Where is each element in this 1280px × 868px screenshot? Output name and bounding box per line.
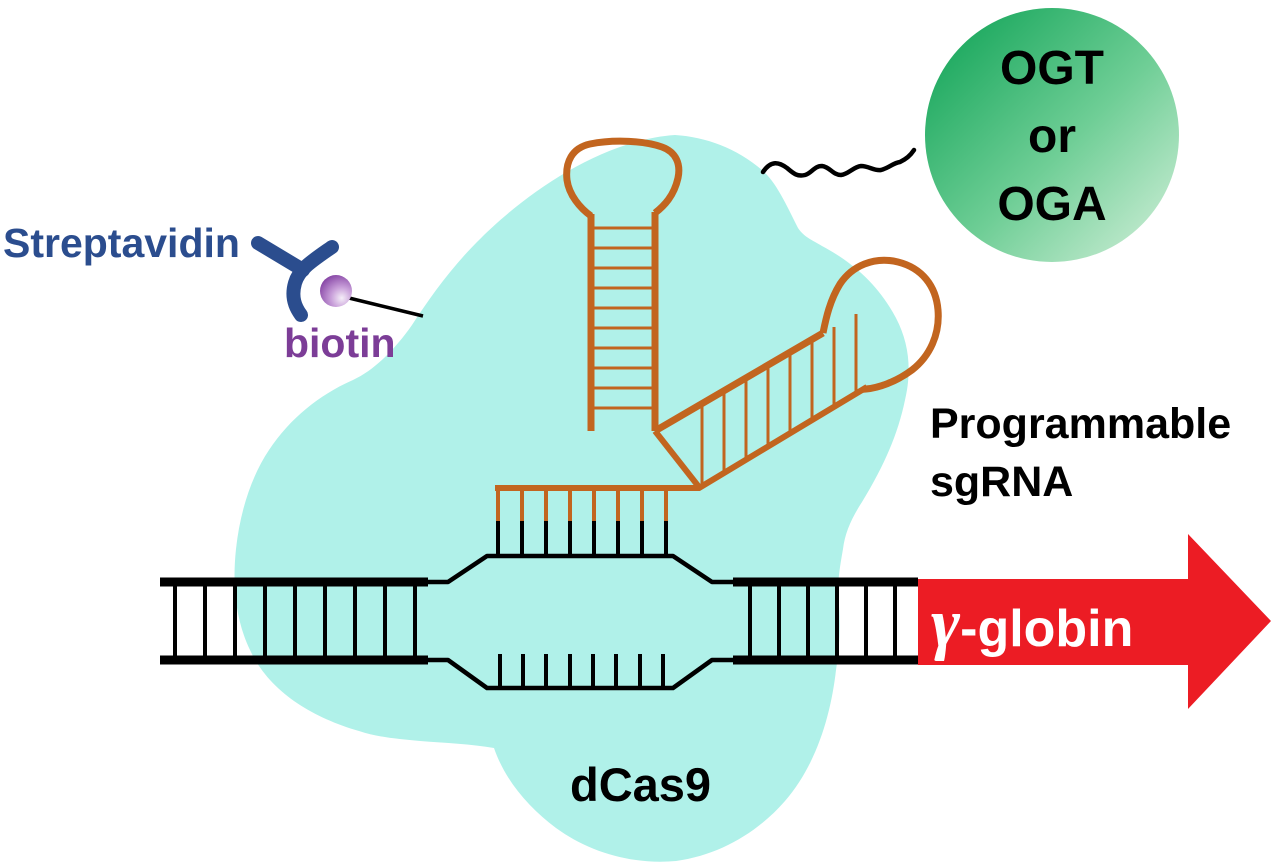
streptavidin-icon [251, 236, 339, 322]
hybrid-bases-dna [496, 521, 668, 556]
biotin-ball-icon [320, 275, 352, 307]
gene-arrow: γ-globin [918, 534, 1271, 709]
sgrna-label-line1: Programmable [930, 400, 1231, 448]
dna-bubble [425, 521, 736, 691]
dna-right-duplex [733, 577, 918, 665]
biotin-linker-line [348, 296, 424, 318]
streptavidin-label: Streptavidin [3, 220, 240, 266]
sgrna-hairpin-2 [653, 256, 942, 486]
hybrid-bases-rna [496, 488, 668, 521]
linker-squiggle [760, 147, 917, 178]
displaced-strand-bases [498, 654, 665, 687]
dna-left-duplex [160, 577, 428, 665]
dcas9-label: dCas9 [570, 758, 711, 811]
effector-label-line2: or [1028, 110, 1076, 163]
sgrna [495, 137, 942, 521]
sgrna-label-line2: sgRNA [930, 458, 1073, 506]
effector-label-line3: OGA [997, 178, 1106, 231]
sgrna-hairpin-1 [563, 137, 683, 431]
biotin-label: biotin [284, 320, 396, 366]
effector-label-line1: OGT [1000, 42, 1104, 95]
gene-arrow-label: γ-globin [931, 585, 1133, 662]
effector-bubble [925, 8, 1179, 262]
